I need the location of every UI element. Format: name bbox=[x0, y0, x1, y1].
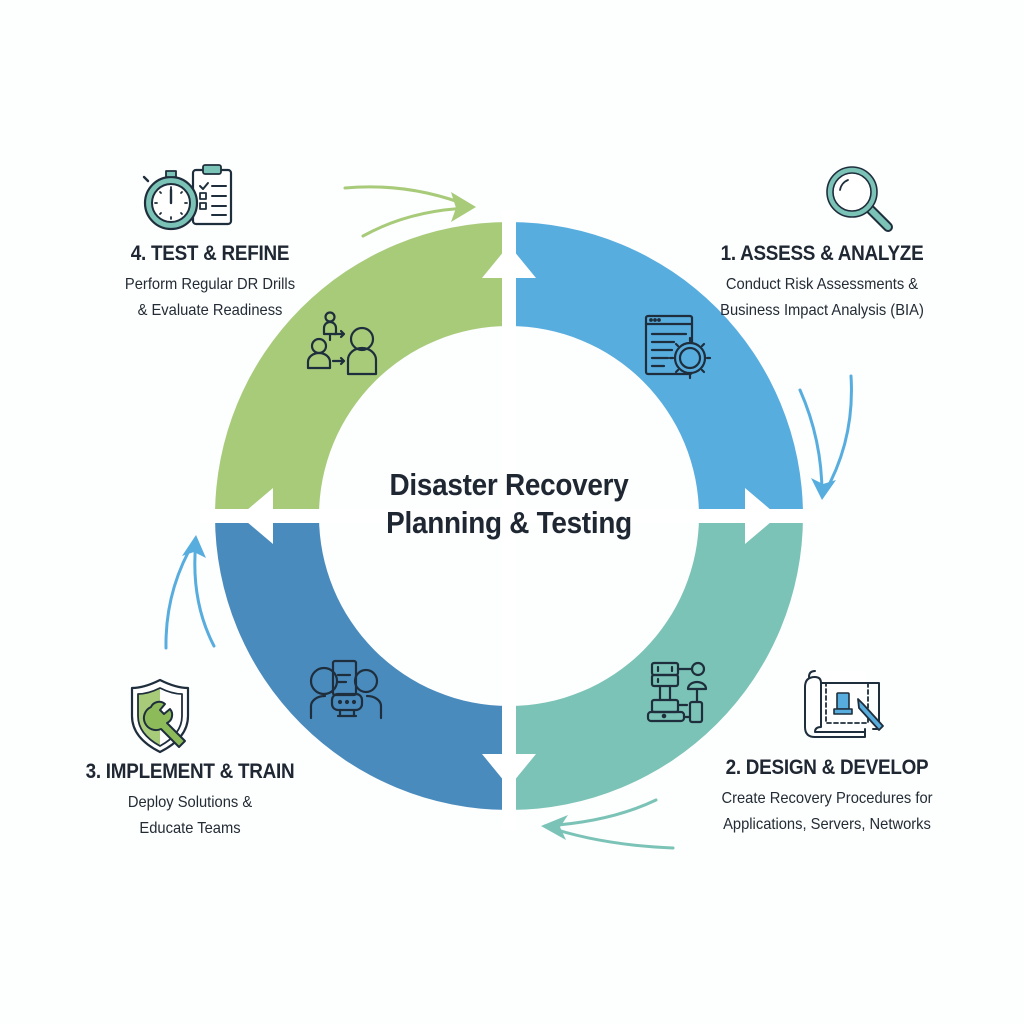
step-design-develop: 2. DESIGN & DEVELOP Create Recovery Proc… bbox=[677, 756, 977, 838]
step-description-line: Conduct Risk Assessments & bbox=[725, 276, 919, 293]
step-description-line: Educate Teams bbox=[139, 820, 241, 837]
step-description-line: Deploy Solutions & bbox=[127, 794, 253, 811]
flow-arrow-assess-to-design bbox=[798, 374, 853, 500]
step-description: Conduct Risk Assessments & Business Impa… bbox=[684, 272, 960, 324]
shield-wrench-icon bbox=[130, 678, 190, 754]
step-test-refine: 4. TEST & REFINE Perform Regular DR Dril… bbox=[60, 242, 360, 324]
ring-segment-implement bbox=[215, 516, 509, 810]
step-description-line: Applications, Servers, Networks bbox=[723, 816, 931, 833]
flow-arrow-design-to-implement bbox=[541, 798, 675, 850]
magnifying-glass-icon bbox=[826, 166, 893, 232]
step-implement-train: 3. IMPLEMENT & TRAIN Deploy Solutions & … bbox=[40, 760, 340, 842]
flow-arrow-implement-to-test bbox=[164, 535, 216, 650]
ring-segment-assess bbox=[509, 222, 803, 516]
people-transfer-icon bbox=[306, 311, 378, 376]
step-title: 2. DESIGN & DEVELOP bbox=[725, 756, 929, 779]
step-title: 4. TEST & REFINE bbox=[130, 242, 290, 265]
flow-arrow-test-to-assess bbox=[343, 185, 476, 238]
step-title: 3. IMPLEMENT & TRAIN bbox=[85, 760, 295, 783]
step-description: Create Recovery Procedures for Applicati… bbox=[689, 786, 965, 838]
step-description: Deploy Solutions & Educate Teams bbox=[52, 790, 328, 842]
blueprint-pen-icon bbox=[804, 670, 884, 738]
step-description-line: & Evaluate Readiness bbox=[137, 302, 283, 319]
step-description: Perform Regular DR Drills & Evaluate Rea… bbox=[72, 272, 348, 324]
step-title: 1. ASSESS & ANALYZE bbox=[720, 242, 924, 265]
stopwatch-checklist-icon bbox=[142, 164, 233, 231]
step-description-line: Business Impact Analysis (BIA) bbox=[720, 302, 924, 319]
step-description-line: Create Recovery Procedures for bbox=[721, 790, 933, 807]
diagram-title: Disaster Recovery Planning & Testing bbox=[329, 466, 689, 542]
team-chat-icon bbox=[309, 659, 383, 720]
gap-line-horizontal bbox=[200, 509, 820, 523]
browser-gear-icon bbox=[644, 314, 712, 380]
diagram-title-line-2: Planning & Testing bbox=[386, 505, 632, 540]
ring-segment-test bbox=[215, 222, 509, 516]
diagram-title-line-1: Disaster Recovery bbox=[389, 467, 629, 502]
step-description-line: Perform Regular DR Drills bbox=[124, 276, 296, 293]
server-network-icon bbox=[646, 661, 708, 724]
step-assess-analyze: 1. ASSESS & ANALYZE Conduct Risk Assessm… bbox=[672, 242, 972, 324]
